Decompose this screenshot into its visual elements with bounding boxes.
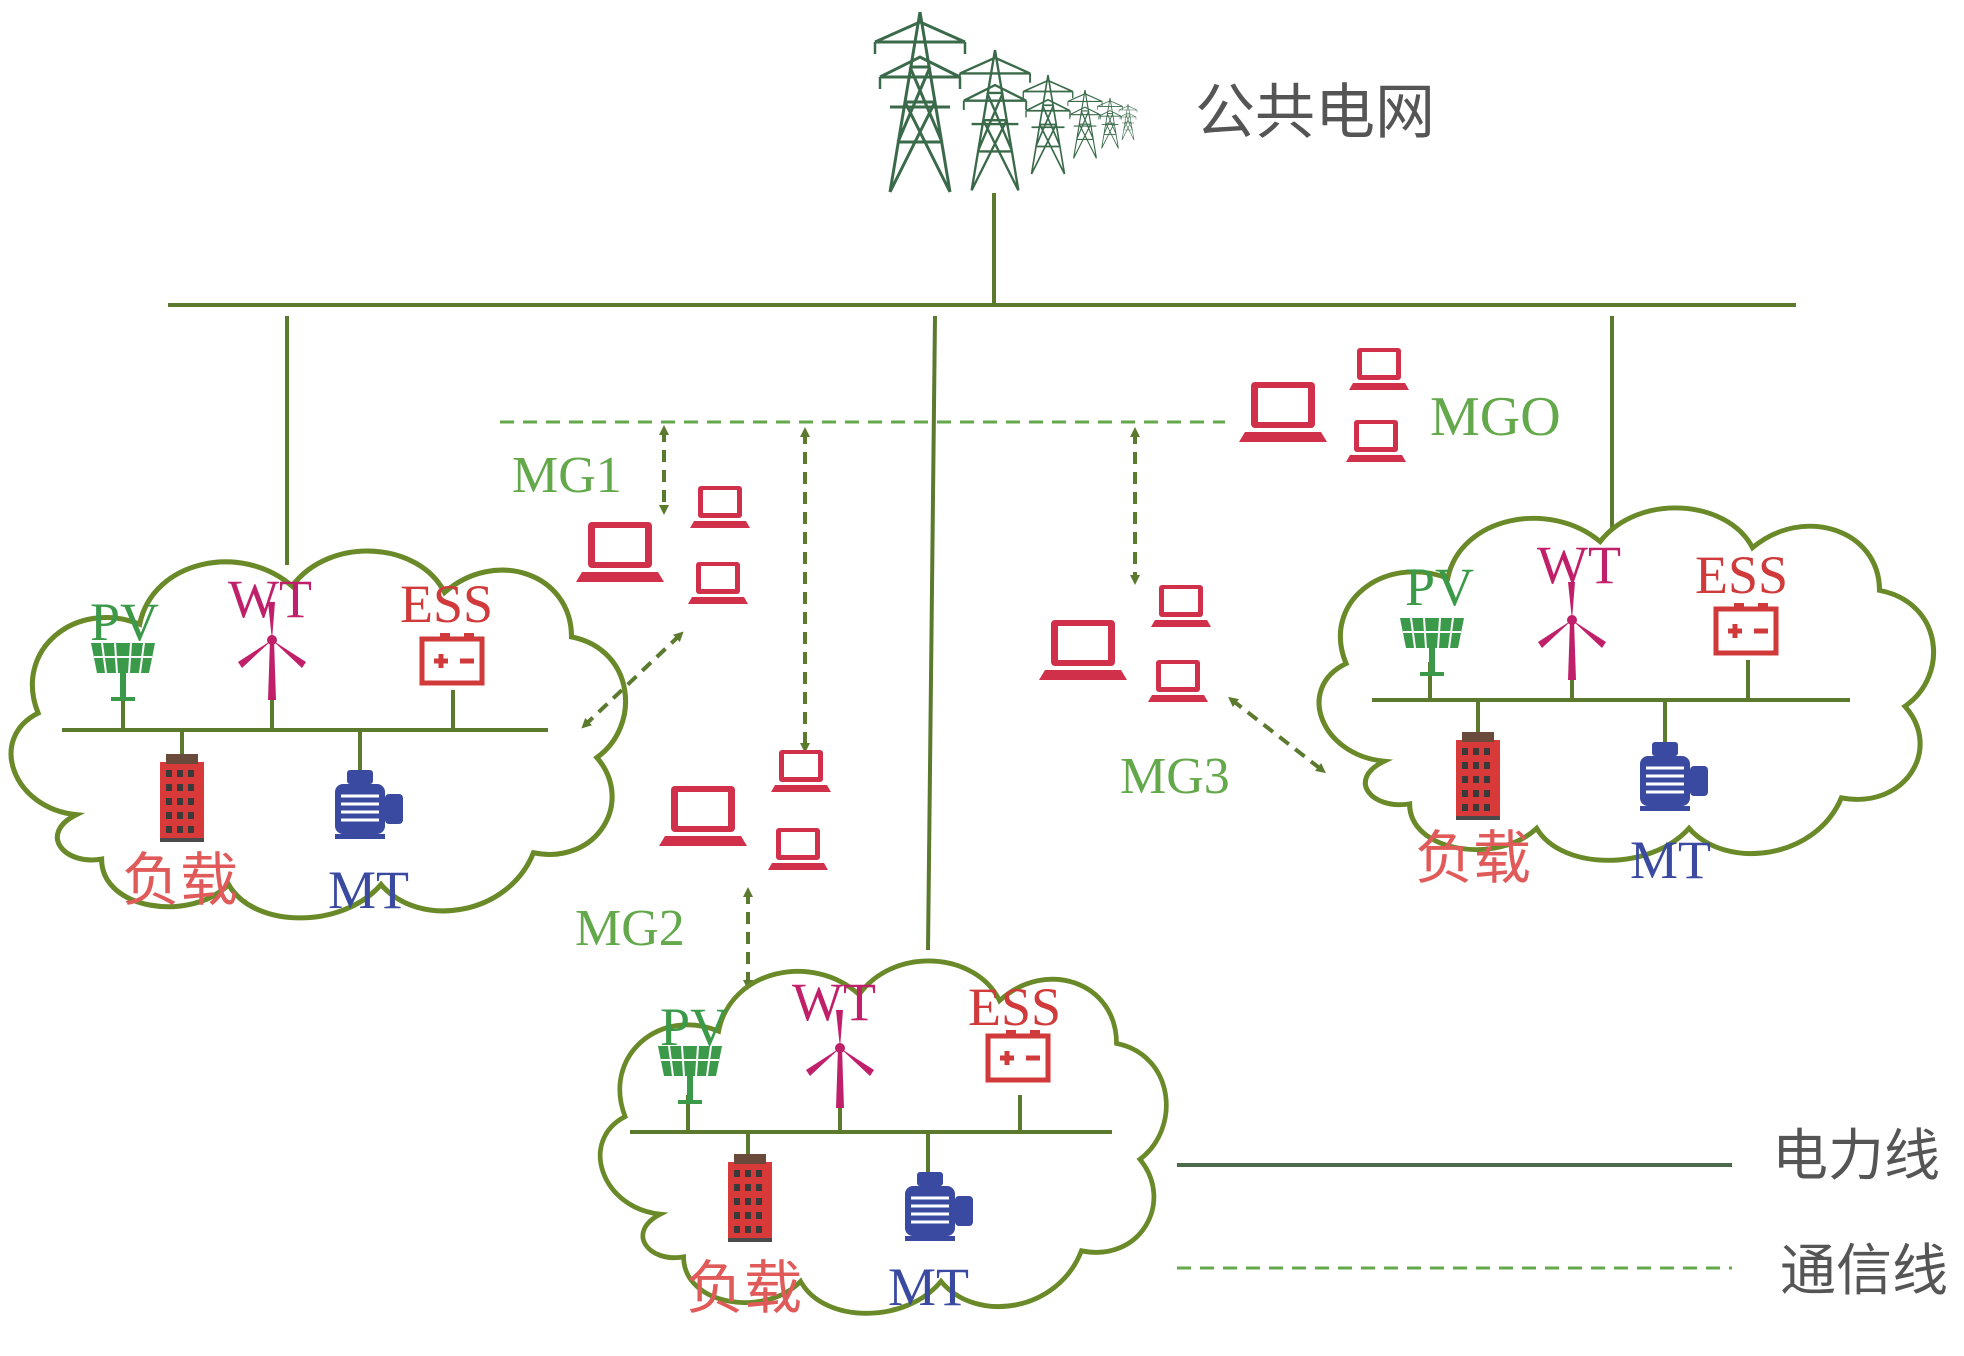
mg2-wt-label: WT <box>792 972 876 1032</box>
mg3-load-icon <box>1454 730 1502 820</box>
mg1-ess-icon <box>422 633 482 683</box>
mg1-ess-label: ESS <box>400 574 493 634</box>
mg2-controller-icon <box>659 750 831 870</box>
legend: 电力线 通信线 <box>1177 1124 1948 1304</box>
mg2-power-line <box>926 315 937 951</box>
mg2-pv-icon <box>656 1044 724 1104</box>
mg2-mt-icon <box>903 1170 975 1243</box>
mg3-wt-label: WT <box>1537 535 1621 595</box>
mg1-load-icon <box>158 752 206 842</box>
mg1-mt-label: MT <box>328 860 409 920</box>
comm-arrows <box>581 425 1326 990</box>
mg2-mt-label: MT <box>888 1257 969 1317</box>
power-tower-icon <box>873 10 1138 194</box>
mg3-load-label: 负载 <box>1415 824 1531 892</box>
mg3-controller-icon <box>1039 585 1211 702</box>
mg2-label: MG2 <box>575 900 685 957</box>
mg1-label: MG1 <box>512 447 622 504</box>
mg3-ess-icon <box>1716 603 1776 653</box>
mg1-pv-icon <box>89 641 157 701</box>
mg2-load-icon <box>726 1152 774 1242</box>
mg3-pv-icon <box>1398 616 1466 676</box>
power-lines <box>168 193 1796 951</box>
legend-comm-line-label: 通信线 <box>1780 1239 1948 1304</box>
mg1-local-comm-arrow <box>581 631 684 729</box>
legend-power-line-label: 电力线 <box>1772 1124 1940 1189</box>
mg2-ess-icon <box>988 1030 1048 1080</box>
mg3-wt-icon <box>1538 582 1606 680</box>
mgo-computer-icon <box>1239 348 1409 462</box>
mg1-pv-label: PV <box>90 592 159 652</box>
mg3-label: MG3 <box>1120 748 1230 805</box>
mg1-load-label: 负载 <box>122 846 238 914</box>
mg2-ess-label: ESS <box>968 977 1061 1037</box>
mg3-mt-label: MT <box>1630 830 1711 890</box>
mg2-load-label: 负载 <box>686 1254 802 1322</box>
mg1-mt-icon <box>333 768 405 841</box>
mgo-label: MGO <box>1430 386 1561 448</box>
grid-label: 公共电网 <box>1195 78 1435 148</box>
mg3-local-comm-arrow <box>1228 696 1326 774</box>
mg3-ess-label: ESS <box>1695 545 1788 605</box>
mg3-pv-label: PV <box>1405 557 1474 617</box>
mg3-mt-icon <box>1638 740 1710 813</box>
